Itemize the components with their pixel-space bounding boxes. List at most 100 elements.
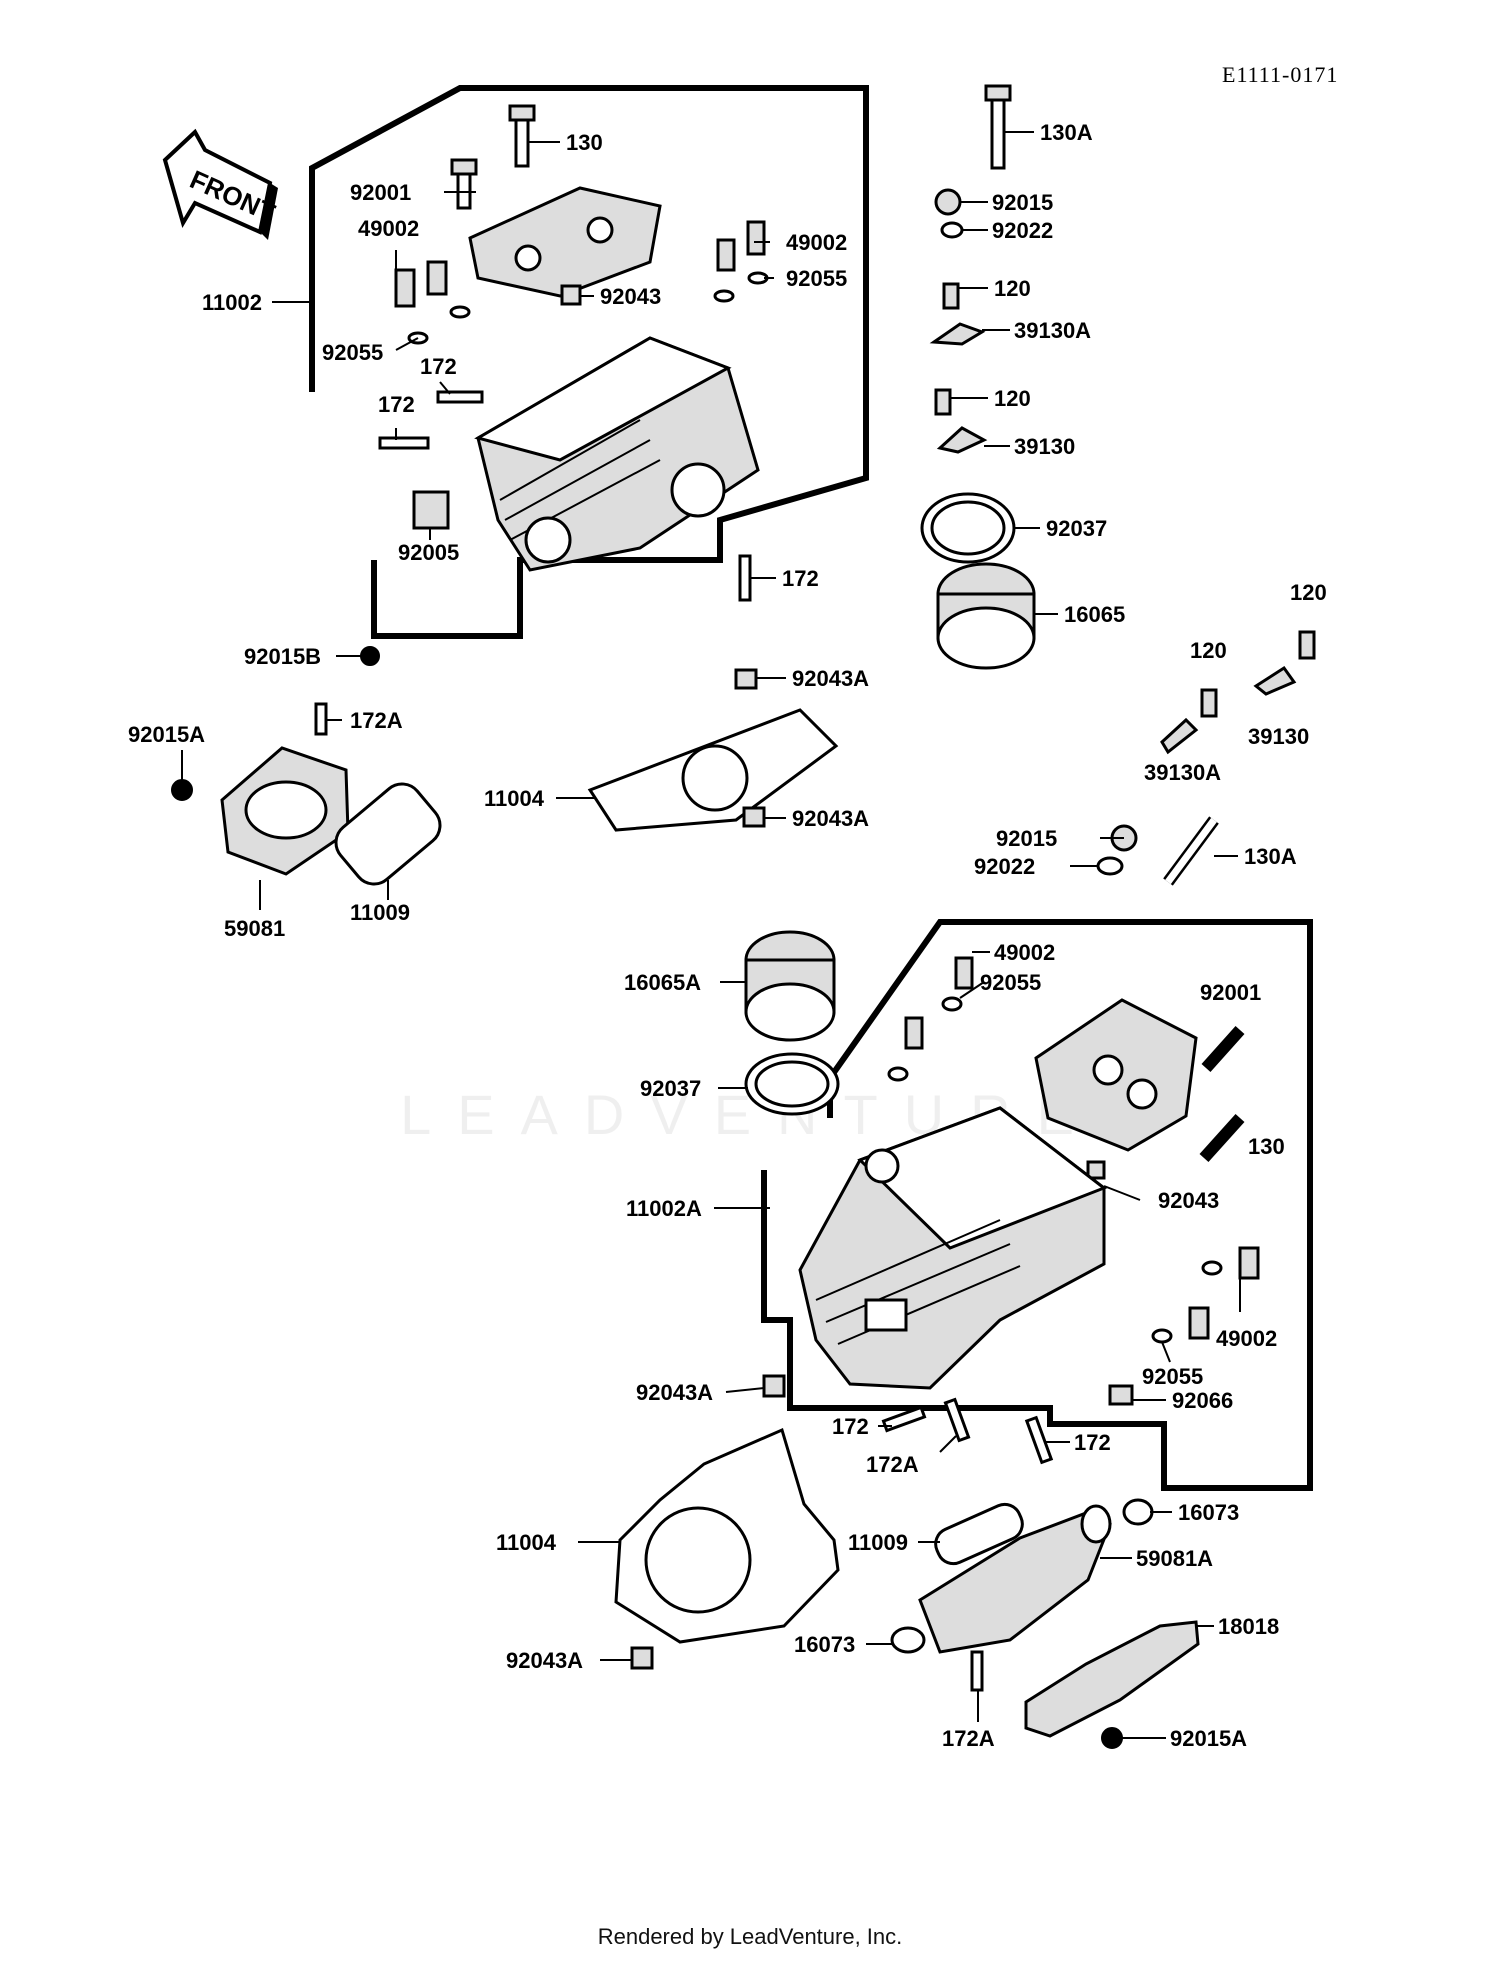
callout-label: 130 (566, 130, 603, 155)
stud-172-lower-b (1024, 1415, 1054, 1465)
dowel-92043-rear (1086, 1160, 1106, 1180)
dowel-92043A-upper-a (734, 668, 758, 690)
callout-label: 39130 (1014, 434, 1075, 459)
callout-label: 92055 (980, 970, 1041, 995)
bolt-120-right-a (1200, 688, 1218, 718)
callout-label: 11002 (202, 290, 262, 315)
bolt-120-upper-b (934, 388, 952, 416)
camshaft-cap-rear (1034, 998, 1198, 1152)
plug-49002-rear-a (1238, 1246, 1260, 1280)
stud-172A-lower-a (943, 1397, 971, 1443)
insulator-16073-upper (1122, 1498, 1154, 1526)
callout-label: 130A (1040, 120, 1093, 145)
dowel-92043A-upper-b (742, 806, 766, 828)
dowel-92043-front (560, 284, 582, 306)
callout-label: 92037 (1046, 516, 1107, 541)
callout-label: 11004 (484, 786, 545, 811)
stud-172-a (436, 390, 484, 404)
gasket-11004-rear (614, 1427, 840, 1644)
callout-label: 92015B (244, 644, 321, 669)
clamp-39130-right (1253, 665, 1297, 696)
callout-label: 16065 (1064, 602, 1125, 627)
callout-label: 18018 (1218, 1614, 1279, 1639)
bolt-120-right-b (1298, 630, 1316, 660)
nut-92015-upper (934, 188, 962, 216)
rear-head-group-outline (761, 919, 1313, 1491)
callout-label: 172 (420, 354, 457, 379)
plug-49002-lower-a (954, 956, 974, 990)
dowel-92043A-lower-a (762, 1374, 786, 1398)
callout-label: 92043A (792, 806, 869, 831)
plug-49002-lower-b (904, 1016, 924, 1050)
callout-label: 172 (782, 566, 819, 591)
stud-172A-lower-b (970, 1650, 984, 1692)
callout-label: 39130A (1014, 318, 1091, 343)
callout-label: 172 (1074, 1430, 1111, 1455)
gasket-11009-rear (934, 1502, 1024, 1566)
callout-label: 59081A (1136, 1546, 1213, 1571)
gasket-11009-front (334, 782, 442, 886)
stud-172-c (738, 554, 752, 602)
callout-label: 39130 (1248, 724, 1309, 749)
intake-pipe-59081 (220, 746, 350, 876)
callout-label: 16065A (624, 970, 701, 995)
callout-label: 172A (350, 708, 403, 733)
bolt-130-rear (1199, 1113, 1245, 1163)
clamp-39130-upper (936, 426, 988, 454)
callout-label: 92015A (1170, 1726, 1247, 1751)
front-head-group-outline (309, 85, 869, 639)
holder-16065A (744, 930, 836, 1042)
callout-label: 120 (994, 386, 1031, 411)
nut-92015A-rear (1101, 1727, 1123, 1749)
callout-label: 120 (1190, 638, 1227, 663)
callout-label: 92015 (996, 826, 1057, 851)
callout-label: 92015 (992, 190, 1053, 215)
callout-label: 92043 (1158, 1188, 1219, 1213)
dowel-92066 (1108, 1384, 1134, 1406)
callout-label: 172 (378, 392, 415, 417)
bolt-130A-upper (990, 88, 1006, 170)
intake-pipe-59081A (918, 1504, 1112, 1654)
callout-label: 172A (866, 1452, 919, 1477)
gasket-11004-front (587, 708, 839, 832)
callout-label: 16073 (1178, 1500, 1239, 1525)
callout-label: 11002A (626, 1196, 702, 1221)
callout-label: 172A (942, 1726, 995, 1751)
callout-label: 92037 (640, 1076, 701, 1101)
callout-label: 120 (1290, 580, 1327, 605)
callout-label: 130 (1248, 1134, 1285, 1159)
callout-label: 11009 (848, 1530, 908, 1555)
cylinder-head-front (474, 336, 760, 572)
callout-label: 92043A (506, 1648, 583, 1673)
callout-label: 11004 (496, 1530, 557, 1555)
clamp-39130A-right (1160, 717, 1199, 755)
callout-label: 130A (1244, 844, 1297, 869)
nut-92015B (360, 646, 380, 666)
dowel-92043A-lower-b (630, 1646, 654, 1670)
callout-label: 92022 (992, 218, 1053, 243)
front-arrow: FRONT (162, 128, 280, 240)
callout-label: 59081 (224, 916, 285, 941)
clamp-39130A-upper (929, 322, 986, 346)
callout-label: 92055 (1142, 1364, 1203, 1389)
footer-credit: Rendered by LeadVenture, Inc. (597, 1924, 903, 1949)
insulator-16073-lower (890, 1626, 926, 1654)
callout-label: 49002 (786, 230, 847, 255)
callout-label: 92043A (792, 666, 869, 691)
callout-label: 92001 (1200, 980, 1261, 1005)
leader-lines (181, 131, 1241, 1739)
callout-label: 92055 (786, 266, 847, 291)
plug-49002-front-right (716, 238, 736, 272)
callout-label: 92022 (974, 854, 1035, 879)
callout-label: 92055 (322, 340, 383, 365)
stud-172-b (378, 436, 430, 450)
callout-label: 172 (832, 1414, 869, 1439)
callout-label: 49002 (1216, 1326, 1277, 1351)
cylinder-head-rear (798, 1106, 1108, 1390)
callout-label: 92015A (128, 722, 205, 747)
callout-label: 92043A (636, 1380, 713, 1405)
callout-label: 92001 (350, 180, 411, 205)
callout-label: 92005 (398, 540, 459, 565)
washer-92022-upper (940, 221, 964, 239)
